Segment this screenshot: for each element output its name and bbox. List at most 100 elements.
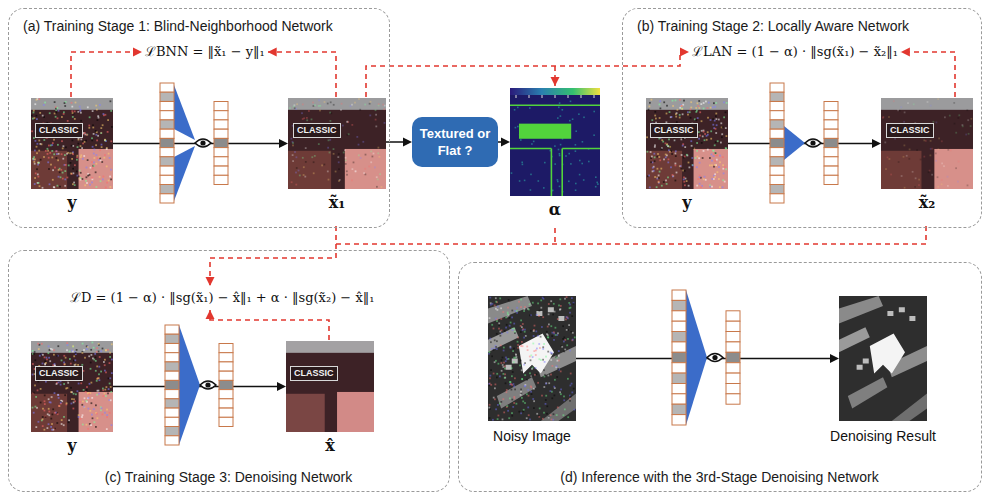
- noise-dot: [71, 391, 73, 393]
- noise-dot: [39, 355, 41, 357]
- noise-dot: [50, 418, 52, 420]
- noise-dot: [665, 154, 667, 156]
- noise-dot: [690, 107, 692, 109]
- noise-dot: [521, 162, 523, 164]
- noise-dot: [713, 150, 715, 152]
- output-cell: [726, 311, 740, 321]
- noise-dot: [510, 322, 512, 324]
- noise-dot: [574, 337, 576, 339]
- feature-cell: [770, 185, 784, 194]
- noise-dot: [58, 382, 60, 384]
- scene-shape: [558, 316, 564, 321]
- noise-dot: [593, 111, 595, 113]
- noise-dot: [100, 132, 102, 134]
- feature-cell: [770, 138, 784, 147]
- noise-dot: [716, 159, 718, 161]
- noise-dot: [99, 149, 101, 151]
- noise-dot: [106, 416, 108, 418]
- noise-dot: [78, 383, 80, 385]
- noise-dot: [897, 109, 899, 111]
- image-node: y: [646, 98, 728, 189]
- noise-dot: [513, 361, 515, 363]
- noise-dot: [569, 312, 571, 314]
- noise-dot: [105, 114, 107, 116]
- noise-dot: [92, 124, 94, 126]
- noise-dot: [88, 125, 90, 127]
- noise-dot: [296, 156, 298, 158]
- noise-dot: [70, 162, 72, 164]
- noise-dot: [935, 153, 937, 155]
- noise-dot: [351, 179, 353, 181]
- noise-dot: [499, 403, 501, 405]
- noise-dot: [715, 141, 717, 143]
- noise-dot: [94, 353, 96, 355]
- noise-dot: [708, 102, 710, 104]
- noise-dot: [575, 183, 577, 185]
- noise-dot: [506, 358, 508, 360]
- noise-dot: [377, 179, 379, 181]
- noise-dot: [690, 117, 692, 119]
- noise-dot: [528, 395, 530, 397]
- noise-dot: [52, 142, 54, 144]
- noise-dot: [570, 101, 572, 103]
- noise-dot: [695, 119, 697, 121]
- noise-dot: [40, 143, 42, 145]
- noise-dot: [345, 157, 347, 159]
- noise-dot: [32, 363, 34, 365]
- noise-dot: [506, 391, 508, 393]
- feature-cell: [160, 148, 174, 157]
- noise-dot: [525, 335, 527, 337]
- noise-dot: [52, 414, 54, 416]
- noise-dot: [672, 176, 674, 178]
- noise-dot: [656, 156, 658, 158]
- noise-dot: [575, 144, 577, 146]
- feature-cell: [770, 175, 784, 184]
- arrow-head: [268, 48, 277, 57]
- noise-dot: [82, 158, 84, 160]
- noise-dot: [651, 156, 653, 158]
- noise-dot: [346, 174, 348, 176]
- noise-dot: [899, 110, 901, 112]
- noise-dot: [57, 117, 59, 119]
- noise-dot: [699, 183, 701, 185]
- noise-dot: [918, 179, 920, 181]
- noise-dot: [36, 118, 38, 120]
- noise-dot: [359, 109, 361, 111]
- noise-dot: [711, 154, 713, 156]
- noise-dot: [530, 341, 532, 343]
- noise-dot: [697, 105, 699, 107]
- noise-dot: [507, 410, 509, 412]
- image-label: x̃₂: [919, 193, 936, 212]
- noise-dot: [498, 324, 500, 326]
- noise-dot: [547, 336, 549, 338]
- noise-dot: [35, 173, 37, 175]
- noise-dot: [305, 147, 307, 149]
- noise-dot: [521, 397, 523, 399]
- noise-dot: [568, 324, 570, 326]
- noise-dot: [557, 179, 559, 181]
- noise-dot: [506, 389, 508, 391]
- noise-dot: [36, 146, 38, 148]
- noise-dot: [507, 312, 509, 314]
- noise-dot: [58, 405, 60, 407]
- noise-dot: [551, 419, 553, 421]
- feature-cell: [160, 175, 174, 184]
- noise-dot: [108, 388, 110, 390]
- noise-dot: [538, 416, 540, 418]
- noise-dot: [513, 385, 515, 387]
- noise-dot: [652, 171, 654, 173]
- noise-dot: [327, 171, 329, 173]
- noise-dot: [712, 124, 714, 126]
- feature-cell: [165, 334, 179, 343]
- noise-dot: [493, 328, 495, 330]
- loss-formula: ℒD = (1 − α) · ‖sg(x̃₁) − x̂‖₁ + α · ‖sg…: [70, 289, 374, 307]
- noise-dot: [550, 325, 552, 327]
- noise-dot: [109, 377, 111, 379]
- noise-dot: [686, 154, 688, 156]
- noise-dot: [560, 371, 562, 373]
- noise-dot: [60, 176, 62, 178]
- noise-dot: [53, 349, 55, 351]
- noise-dot: [889, 158, 891, 160]
- noise-dot: [318, 105, 320, 107]
- noise-dot: [701, 120, 703, 122]
